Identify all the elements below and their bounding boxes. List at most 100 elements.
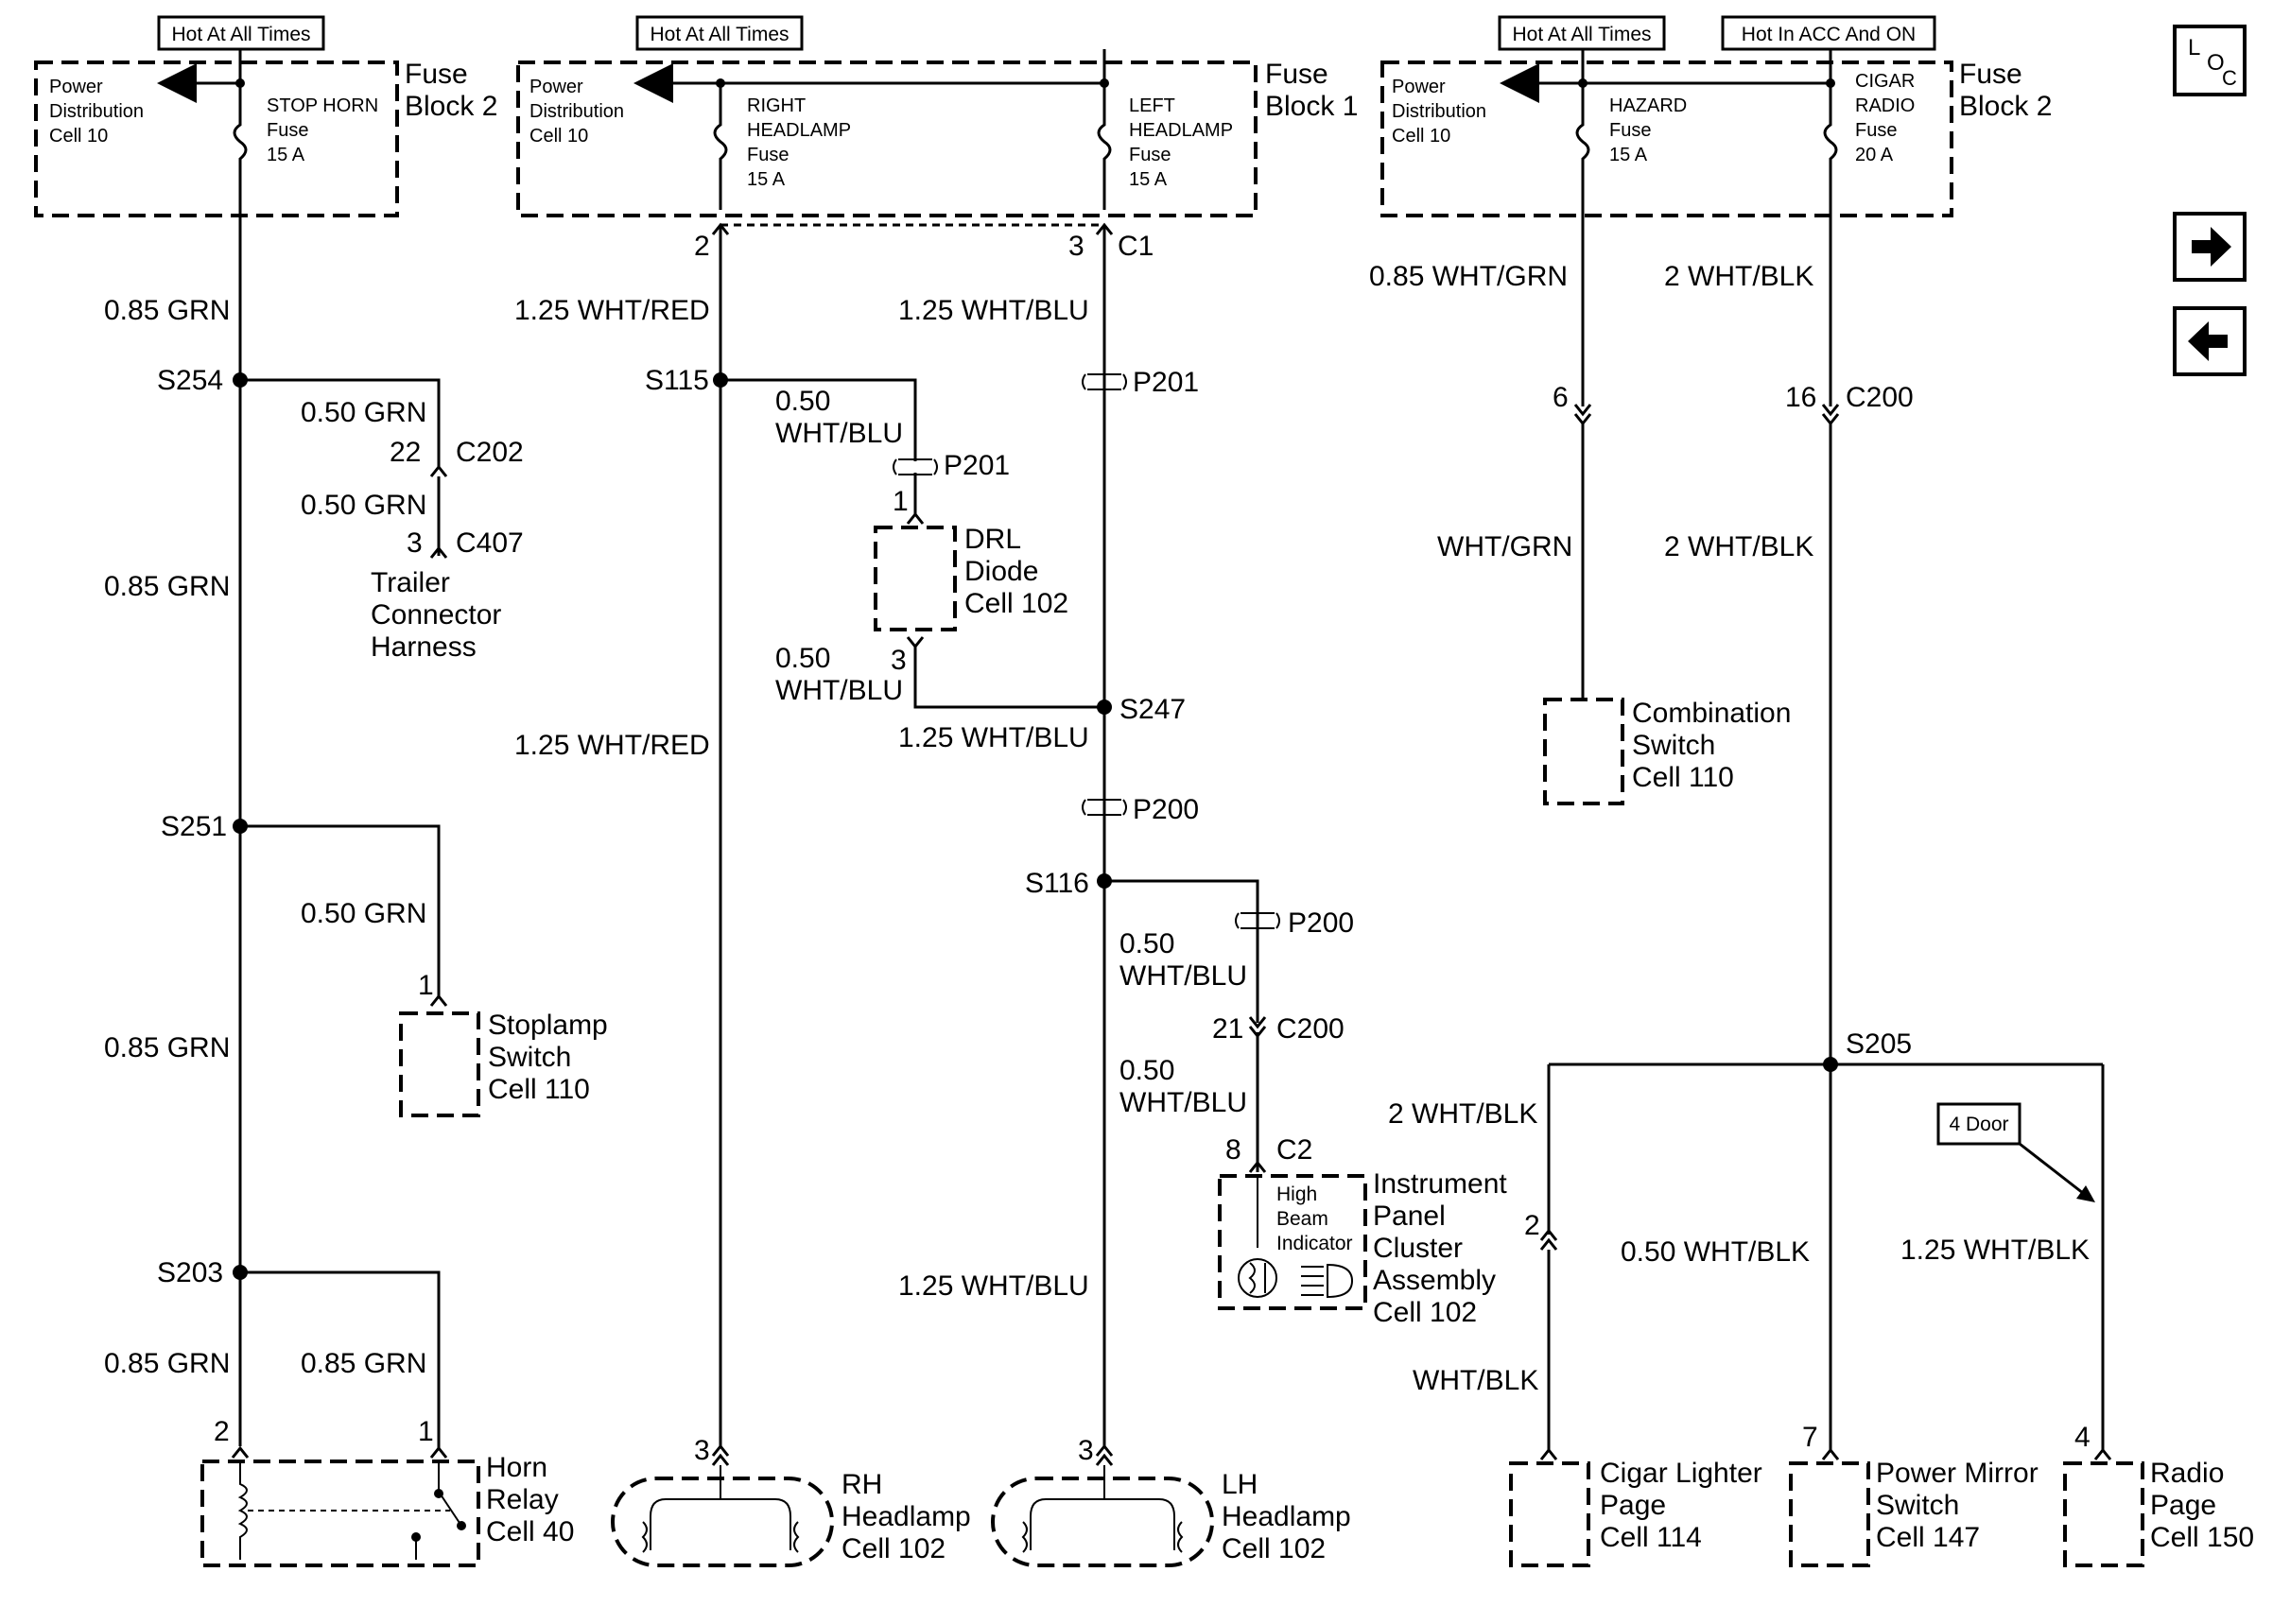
lh-headlamp-label: LH Headlamp Cell 102 xyxy=(1222,1469,1351,1564)
svg-text:Cell 110: Cell 110 xyxy=(488,1074,590,1105)
svg-text:Hot In ACC And ON: Hot In ACC And ON xyxy=(1742,24,1916,45)
option-arrow-head xyxy=(2076,1185,2095,1202)
stoplamp-branch-wire xyxy=(240,824,441,996)
right-headlamp-fuse-symbol xyxy=(713,83,728,210)
splice-s247-dot xyxy=(1097,700,1112,715)
svg-text:Connector: Connector xyxy=(371,599,501,631)
pass-through-p200: P200 xyxy=(1288,907,1354,939)
wire-label: 0.85 GRN xyxy=(104,1348,230,1379)
svg-text:Fuse: Fuse xyxy=(1129,145,1171,165)
svg-text:2: 2 xyxy=(214,1416,230,1447)
svg-text:LH: LH xyxy=(1222,1469,1258,1500)
svg-text:Switch: Switch xyxy=(1876,1490,1959,1521)
radio-connector-symbol xyxy=(2093,1447,2112,1460)
location-button[interactable]: L O C xyxy=(2173,25,2247,96)
svg-text:Relay: Relay xyxy=(486,1484,559,1515)
svg-text:3: 3 xyxy=(694,1435,710,1466)
wire-label: 2 WHT/BLK xyxy=(1664,261,1813,292)
trailer-branch-wire xyxy=(240,378,441,556)
wire-label: 0.85 GRN xyxy=(104,571,230,602)
hazard-fuse-symbol xyxy=(1575,83,1590,246)
svg-text:STOP HORN: STOP HORN xyxy=(267,95,378,116)
drl-branch-wire xyxy=(720,378,917,514)
option-4-door: 4 Door xyxy=(1936,1102,2021,1146)
svg-text:WHT/BLU: WHT/BLU xyxy=(775,675,903,706)
svg-text:C: C xyxy=(2222,66,2237,90)
wire-label: 0.85 GRN xyxy=(104,1032,230,1063)
high-beam-bulb-icon xyxy=(1238,1258,1277,1298)
drl-diode-label: DRL Diode Cell 102 xyxy=(964,524,1068,619)
c202-connector-symbol xyxy=(429,464,448,477)
c2-connector-symbol xyxy=(1248,1160,1267,1173)
left-headlamp-fuse-label: LEFT HEADLAMP Fuse 15 A xyxy=(1129,95,1233,190)
svg-text:Fuse: Fuse xyxy=(1265,59,1328,90)
svg-text:Fuse: Fuse xyxy=(1609,120,1651,141)
svg-text:HAZARD: HAZARD xyxy=(1609,95,1687,116)
wire-label: 0.85 WHT/GRN xyxy=(1369,261,1568,292)
splice-s254: S254 xyxy=(157,365,223,396)
svg-text:Fuse: Fuse xyxy=(1959,59,2022,90)
svg-text:Cell 102: Cell 102 xyxy=(1222,1533,1326,1564)
splice-s116: S116 xyxy=(1025,868,1089,899)
svg-text:Cell 10: Cell 10 xyxy=(1392,126,1450,147)
lh-headlamp-filament xyxy=(1030,1465,1175,1550)
svg-text:Stoplamp: Stoplamp xyxy=(488,1010,608,1041)
svg-text:Harness: Harness xyxy=(371,631,477,663)
power-distribution-label-2: Power Distribution Cell 10 xyxy=(529,77,624,147)
wire-label: 2 WHT/BLK xyxy=(1664,531,1813,562)
connector-c200: C200 xyxy=(1276,1013,1345,1045)
previous-page-button[interactable] xyxy=(2173,306,2247,376)
svg-text:L: L xyxy=(2188,35,2200,60)
svg-text:2: 2 xyxy=(1524,1210,1540,1241)
svg-text:Distribution: Distribution xyxy=(1392,101,1486,122)
c407-connector-symbol xyxy=(429,545,448,559)
wire-label: 1.25 WHT/BLU xyxy=(898,1270,1089,1302)
radio-label: Radio Page Cell 150 xyxy=(2150,1458,2254,1553)
svg-text:WHT/BLU: WHT/BLU xyxy=(1119,960,1247,992)
next-page-button[interactable] xyxy=(2173,212,2247,282)
svg-text:Cell 102: Cell 102 xyxy=(964,588,1068,619)
connector-c200: C200 xyxy=(1846,382,1914,413)
svg-text:Hot At All Times: Hot At All Times xyxy=(1512,24,1651,45)
stoplamp-switch-box xyxy=(399,1011,480,1117)
svg-text:RADIO: RADIO xyxy=(1855,95,1915,116)
c200-connector-symbol xyxy=(1248,1016,1267,1039)
fuse-block-2-right-box xyxy=(1380,60,1953,217)
fuse-block-1-box xyxy=(516,60,1258,217)
svg-text:O: O xyxy=(2207,50,2225,76)
stop-horn-fuse-symbol xyxy=(233,83,248,246)
p201-pass-through-symbol xyxy=(893,458,938,475)
svg-text:HEADLAMP: HEADLAMP xyxy=(1129,120,1233,141)
svg-text:Distribution: Distribution xyxy=(49,101,144,122)
svg-text:0.50: 0.50 xyxy=(1119,928,1174,959)
wire-label: 2 WHT/BLK xyxy=(1388,1098,1537,1130)
power-distribution-label-1: Power Distribution Cell 10 xyxy=(49,77,144,147)
splice-s247: S247 xyxy=(1119,694,1186,725)
power-bus-2 xyxy=(633,49,1106,103)
svg-text:Panel: Panel xyxy=(1373,1201,1446,1232)
stop-horn-fuse-label: STOP HORN Fuse 15 A xyxy=(267,95,378,165)
svg-text:Cluster: Cluster xyxy=(1373,1233,1463,1264)
left-headlamp-fuse-symbol xyxy=(1097,83,1112,210)
svg-text:20 A: 20 A xyxy=(1855,145,1894,165)
splice-s205: S205 xyxy=(1846,1028,1912,1060)
power-mirror-switch-box xyxy=(1789,1461,1870,1567)
stoplamp-connector-symbol xyxy=(429,993,448,1007)
wire-label: WHT/GRN xyxy=(1437,531,1572,562)
ipc-box xyxy=(1218,1174,1367,1310)
drl-pin1-symbol xyxy=(906,511,925,525)
hot-label-1: Hot At All Times xyxy=(157,15,325,51)
connector-c407: C407 xyxy=(456,527,524,559)
svg-text:DRL: DRL xyxy=(964,524,1021,555)
svg-text:Headlamp: Headlamp xyxy=(842,1501,971,1532)
svg-text:RH: RH xyxy=(842,1469,882,1500)
svg-text:1: 1 xyxy=(418,970,434,1001)
svg-text:3: 3 xyxy=(407,527,423,559)
hazard-fuse-label: HAZARD Fuse 15 A xyxy=(1609,95,1687,165)
wire-label: 1.25 WHT/RED xyxy=(514,730,710,761)
svg-text:4: 4 xyxy=(2074,1422,2091,1453)
rh-headlamp-filament xyxy=(650,1465,791,1550)
svg-text:Beam: Beam xyxy=(1276,1208,1328,1230)
horn-relay-box xyxy=(200,1460,480,1567)
